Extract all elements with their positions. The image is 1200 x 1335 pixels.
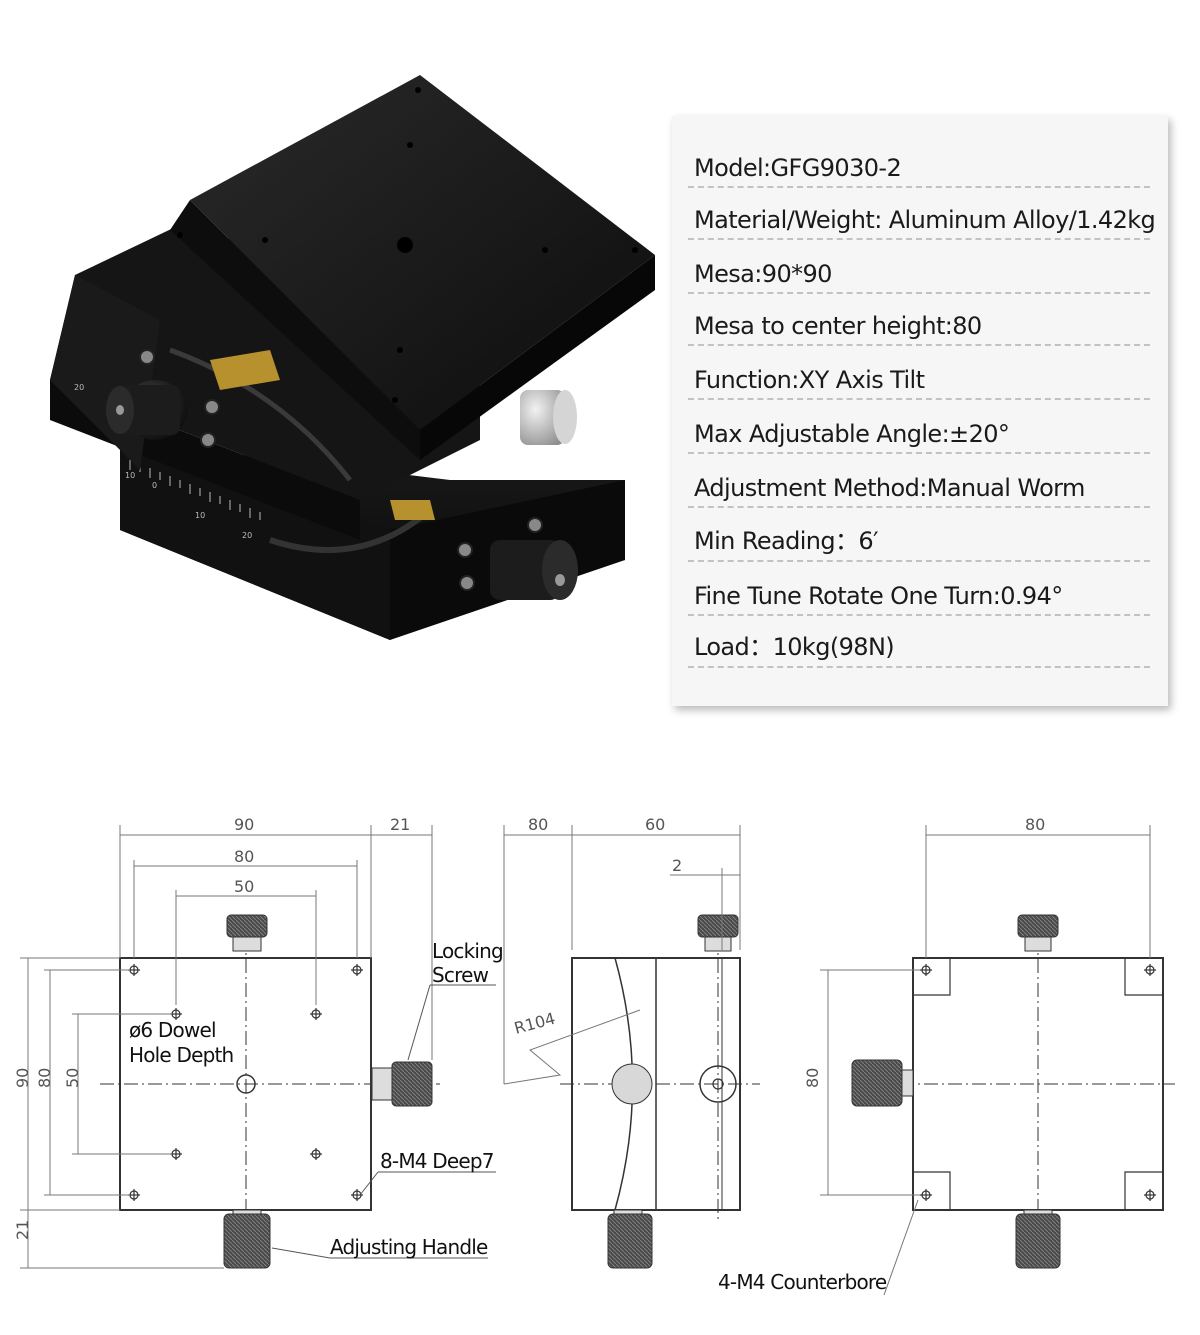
spec-row: Mesa to center height:80 — [688, 292, 1150, 346]
locking-knob — [520, 390, 577, 445]
spec-row: Material/Weight: Aluminum Alloy/1.42kg — [688, 186, 1156, 240]
spec-row: Adjustment Method:Manual Worm — [688, 454, 1150, 508]
scale-label: 10 — [195, 511, 205, 520]
spec-function: Function:XY Axis Tilt — [694, 366, 925, 394]
locking-screw — [391, 1061, 433, 1107]
spec-row: Max Adjustable Angle:±20° — [688, 400, 1150, 454]
knob-right — [490, 540, 578, 600]
side-view — [560, 914, 760, 1269]
dim-side-2: 2 — [672, 856, 682, 875]
spec-panel: Model:GFG9030-2 Material/Weight: Aluminu… — [672, 116, 1168, 706]
dim-front-knob-21: 21 — [390, 815, 410, 834]
spec-mesa: Mesa:90*90 — [694, 260, 832, 288]
scale-labels: 20 10 0 10 20 — [74, 383, 252, 540]
scale-label: 20 — [242, 531, 252, 540]
dowel-hole-label-2: Hole Depth — [129, 1043, 233, 1067]
product-photo: 20 10 0 10 20 — [50, 75, 655, 640]
dim-front-width-50: 50 — [234, 877, 254, 896]
spec-row: Model:GFG9030-2 — [688, 134, 1150, 188]
technical-drawing: 90 21 80 50 90 80 50 21 Locking Screw ø6… — [13, 815, 1175, 1296]
locking-screw-label-2: Screw — [432, 963, 489, 987]
spec-material-weight: Material/Weight: Aluminum Alloy/1.42kg — [694, 206, 1156, 234]
dim-side-80: 80 — [528, 815, 548, 834]
dim-front-handle-21: 21 — [13, 1220, 32, 1240]
dim-side-60: 60 — [645, 815, 665, 834]
spec-row: Load：10kg(98N) — [688, 614, 1150, 668]
side-dimensions — [503, 825, 741, 1085]
knob-left — [106, 380, 187, 440]
dim-side-radius: R104 — [512, 1009, 557, 1038]
angle-scale — [129, 460, 261, 520]
scale-label: 0 — [152, 481, 157, 490]
screw-heads — [139, 349, 543, 591]
front-leaders — [271, 984, 496, 1259]
dim-front-height-50: 50 — [63, 1068, 82, 1088]
dim-front-width-90: 90 — [234, 815, 254, 834]
spec-min-reading: Min Reading：6′ — [694, 527, 879, 555]
dim-back-height-80: 80 — [803, 1068, 822, 1088]
spec-row: Min Reading：6′ — [688, 508, 1150, 562]
locking-screw-label-1: Locking — [432, 939, 503, 963]
spec-load: Load：10kg(98N) — [694, 633, 895, 661]
back-view — [851, 914, 1175, 1269]
m4-holes-label: 8-M4 Deep7 — [380, 1149, 494, 1173]
spec-row: Function:XY Axis Tilt — [688, 346, 1150, 400]
adjusting-handle — [223, 1213, 271, 1269]
top-table — [170, 75, 655, 460]
side-ball — [611, 1063, 653, 1105]
dowel-hole-label-1: ø6 Dowel — [129, 1018, 216, 1042]
back-dimensions — [820, 825, 1151, 1296]
scale-label: 20 — [74, 383, 84, 392]
dowel-hole — [236, 1074, 256, 1094]
front-dimensions — [20, 825, 433, 1269]
dim-front-height-80: 80 — [35, 1068, 54, 1088]
spec-model: Model:GFG9030-2 — [694, 154, 902, 182]
spec-adjustment-method: Adjustment Method:Manual Worm — [694, 474, 1085, 502]
spec-center-height: Mesa to center height:80 — [694, 312, 982, 340]
spec-row: Fine Tune Rotate One Turn:0.94° — [688, 562, 1150, 616]
adjusting-handle-label: Adjusting Handle — [330, 1235, 488, 1259]
scale-label: 10 — [125, 471, 135, 480]
spec-max-angle: Max Adjustable Angle:±20° — [694, 420, 1010, 448]
spec-fine-tune: Fine Tune Rotate One Turn:0.94° — [694, 582, 1063, 610]
dim-front-height-90: 90 — [13, 1068, 32, 1088]
counterbore-label: 4-M4 Counterbore — [718, 1270, 887, 1294]
dim-front-width-80: 80 — [234, 847, 254, 866]
dim-back-80: 80 — [1025, 815, 1045, 834]
spec-row: Mesa:90*90 — [688, 240, 1150, 294]
front-view — [100, 914, 440, 1269]
